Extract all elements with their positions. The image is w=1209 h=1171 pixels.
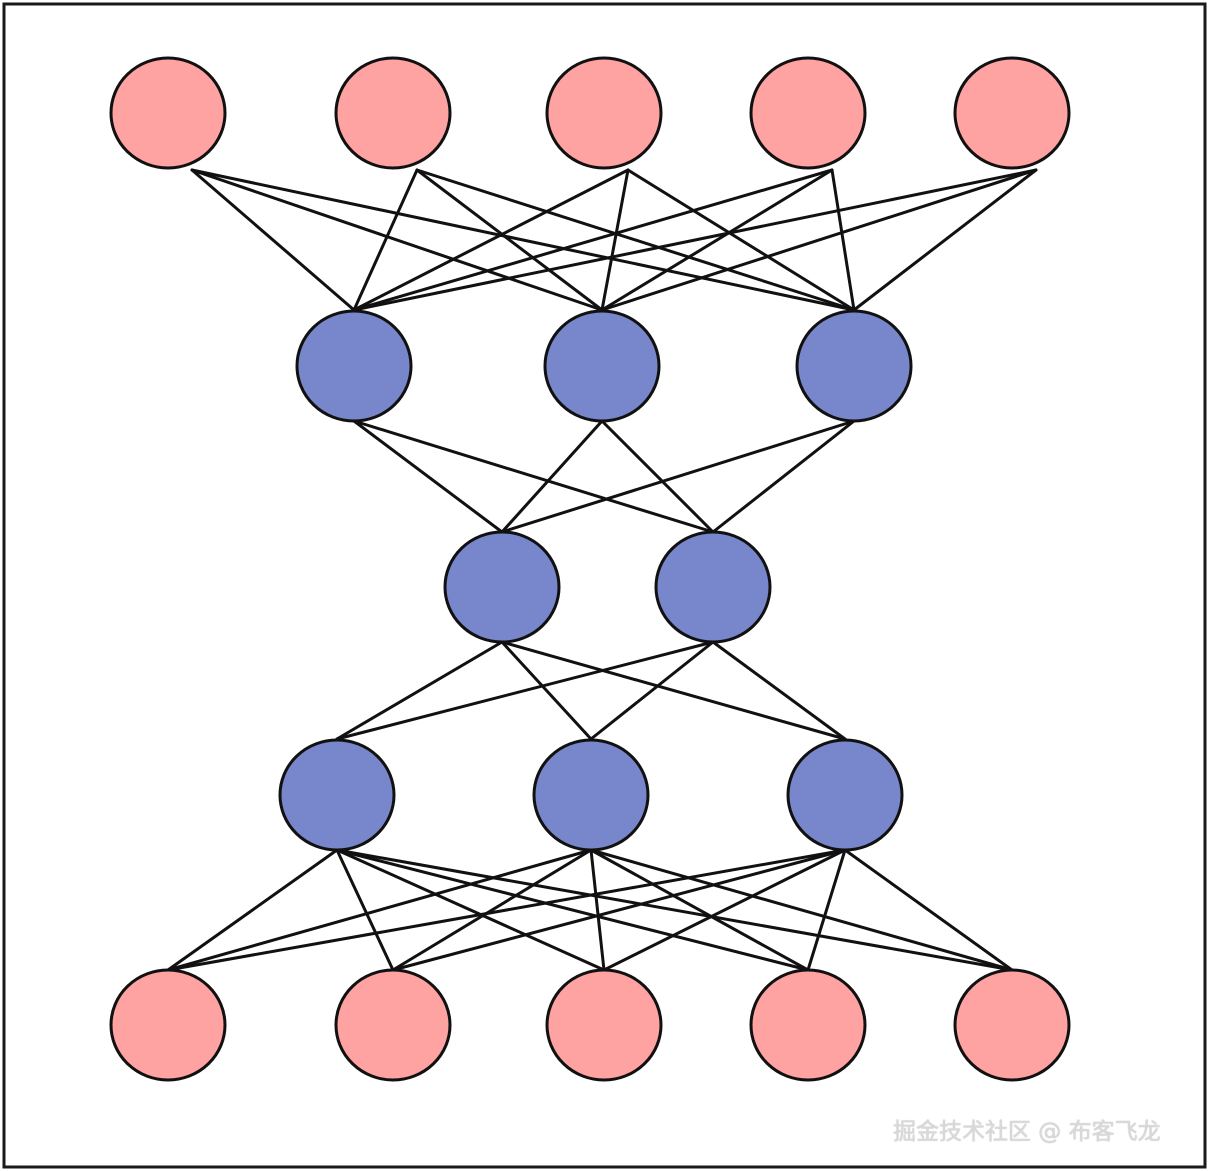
node-top-output-0 bbox=[109, 56, 227, 170]
edge-bottleneck-1-to-hidden-2-0 bbox=[335, 640, 715, 741]
network-nodes bbox=[109, 56, 1071, 1082]
edge-hidden-2-1-to-bottom-input-0 bbox=[166, 848, 593, 972]
edge-top-output-0-to-hidden-1-0 bbox=[190, 168, 356, 312]
edge-hidden-1-1-to-bottleneck-0 bbox=[500, 419, 604, 534]
node-bottom-input-0 bbox=[109, 968, 227, 1082]
edge-hidden-2-0-to-bottom-input-1 bbox=[335, 848, 395, 972]
edge-top-output-0-to-hidden-1-1 bbox=[190, 168, 604, 312]
edge-top-output-4-to-hidden-1-0 bbox=[352, 168, 1038, 312]
edge-top-output-1-to-hidden-1-2 bbox=[415, 168, 856, 312]
edge-hidden-2-2-to-bottom-input-2 bbox=[602, 848, 847, 972]
node-top-output-2 bbox=[545, 56, 663, 170]
node-hidden-2-1 bbox=[532, 738, 650, 852]
edge-top-output-3-to-hidden-1-0 bbox=[352, 168, 834, 312]
node-hidden-2-2 bbox=[786, 738, 904, 852]
edge-top-output-4-to-hidden-1-1 bbox=[600, 168, 1038, 312]
edge-hidden-1-0-to-bottleneck-0 bbox=[352, 419, 504, 534]
edge-top-output-2-to-hidden-1-1 bbox=[600, 168, 630, 312]
node-hidden-1-2 bbox=[795, 309, 913, 423]
edge-hidden-2-2-to-bottom-input-3 bbox=[806, 848, 847, 972]
node-top-output-1 bbox=[334, 56, 452, 170]
edge-hidden-2-0-to-bottom-input-2 bbox=[335, 848, 606, 972]
edge-top-output-2-to-hidden-1-2 bbox=[626, 168, 856, 312]
edge-bottleneck-0-to-hidden-2-0 bbox=[335, 640, 504, 741]
edge-hidden-2-0-to-bottom-input-0 bbox=[166, 848, 339, 972]
edge-hidden-1-2-to-bottleneck-0 bbox=[500, 419, 856, 534]
edge-top-output-2-to-hidden-1-0 bbox=[352, 168, 630, 312]
edge-top-output-3-to-hidden-1-1 bbox=[600, 168, 834, 312]
edge-hidden-2-2-to-bottom-input-0 bbox=[166, 848, 847, 972]
node-bottom-input-4 bbox=[953, 968, 1071, 1082]
edge-hidden-2-0-to-bottom-input-4 bbox=[335, 848, 1014, 972]
node-hidden-1-0 bbox=[295, 309, 413, 423]
edge-hidden-1-1-to-bottleneck-1 bbox=[600, 419, 715, 534]
edge-top-output-1-to-hidden-1-1 bbox=[415, 168, 604, 312]
node-bottleneck-0 bbox=[443, 530, 561, 644]
edge-hidden-2-1-to-bottom-input-2 bbox=[589, 848, 606, 972]
edge-hidden-2-1-to-bottom-input-1 bbox=[391, 848, 593, 972]
watermark-text: 掘金技术社区 @ 布客飞龙 bbox=[893, 1119, 1161, 1145]
edge-hidden-2-0-to-bottom-input-3 bbox=[335, 848, 810, 972]
node-top-output-3 bbox=[749, 56, 867, 170]
node-bottleneck-1 bbox=[654, 530, 772, 644]
node-hidden-2-0 bbox=[278, 738, 396, 852]
node-bottom-input-2 bbox=[545, 968, 663, 1082]
edge-hidden-2-2-to-bottom-input-4 bbox=[843, 848, 1014, 972]
edge-hidden-1-2-to-bottleneck-1 bbox=[711, 419, 856, 534]
node-top-output-4 bbox=[953, 56, 1071, 170]
edge-bottleneck-1-to-hidden-2-2 bbox=[711, 640, 847, 741]
node-hidden-1-1 bbox=[543, 309, 661, 423]
edge-bottleneck-0-to-hidden-2-2 bbox=[500, 640, 847, 741]
edge-top-output-3-to-hidden-1-2 bbox=[830, 168, 856, 312]
edge-top-output-1-to-hidden-1-0 bbox=[352, 168, 419, 312]
edge-hidden-2-2-to-bottom-input-1 bbox=[391, 848, 847, 972]
edge-hidden-1-0-to-bottleneck-1 bbox=[352, 419, 715, 534]
node-bottom-input-3 bbox=[749, 968, 867, 1082]
edge-top-output-0-to-hidden-1-2 bbox=[190, 168, 856, 312]
node-bottom-input-1 bbox=[334, 968, 452, 1082]
edge-bottleneck-0-to-hidden-2-1 bbox=[500, 640, 593, 741]
edge-top-output-4-to-hidden-1-2 bbox=[852, 168, 1038, 312]
edge-hidden-2-1-to-bottom-input-4 bbox=[589, 848, 1014, 972]
connection-edges bbox=[166, 168, 1038, 972]
edge-hidden-2-1-to-bottom-input-3 bbox=[589, 848, 810, 972]
edge-bottleneck-1-to-hidden-2-1 bbox=[589, 640, 715, 741]
